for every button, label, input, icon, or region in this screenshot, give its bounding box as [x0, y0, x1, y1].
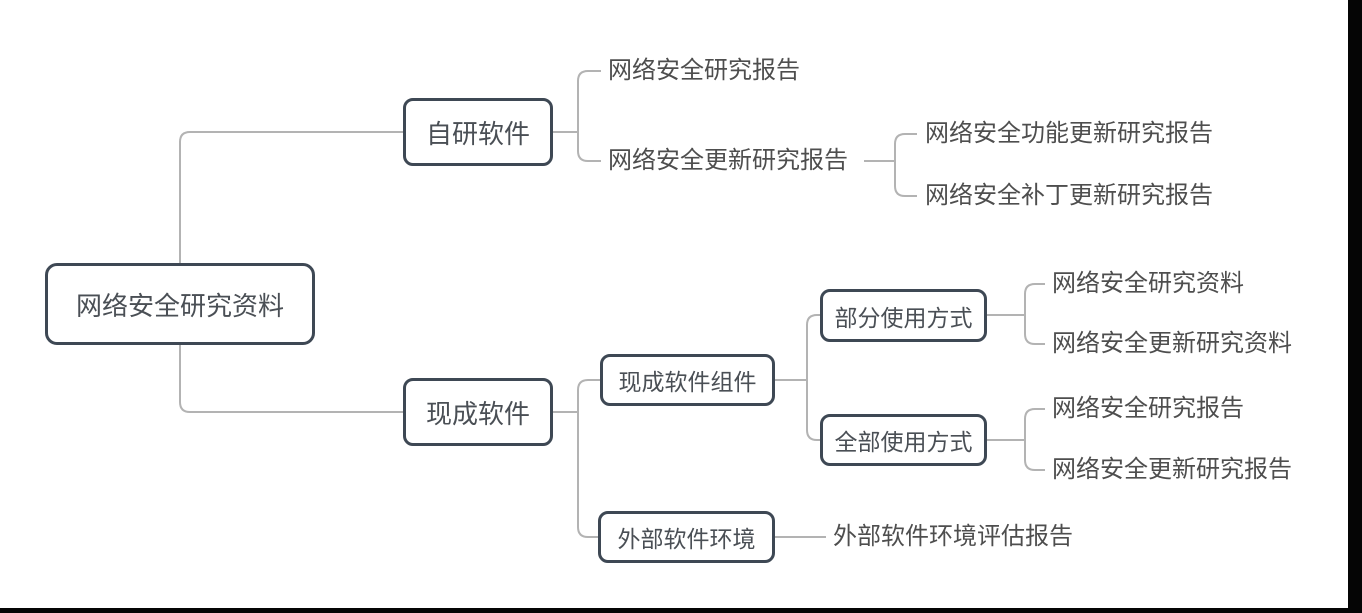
node-external-software-environment[interactable]: 外部软件环境 [598, 511, 775, 563]
edge-partial-up [1024, 283, 1045, 315]
edge-components-up [806, 314, 820, 380]
edge-offtheshelf-down [577, 412, 598, 538]
node-offtheshelf-components[interactable]: 现成软件组件 [600, 354, 775, 406]
leaf-function-update-research-report[interactable]: 网络安全功能更新研究报告 [925, 120, 1213, 147]
node-root[interactable]: 网络安全研究资料 [45, 263, 315, 345]
edge-offtheshelf-up [577, 379, 600, 412]
right-edge-bar [1348, 0, 1362, 613]
edge-update-up [894, 133, 917, 161]
edge-update-down [894, 161, 917, 197]
leaf-partial-research-material[interactable]: 网络安全研究资料 [1052, 270, 1244, 297]
edge-partial-down [1024, 315, 1045, 345]
leaf-full-research-report[interactable]: 网络安全研究报告 [1052, 395, 1244, 422]
node-partial-usage-mode[interactable]: 部分使用方式 [820, 289, 987, 342]
bottom-edge-bar [0, 608, 1362, 613]
leaf-full-update-research-report[interactable]: 网络安全更新研究报告 [1052, 456, 1292, 483]
edge-selfdev-down [577, 132, 601, 162]
edge-full-down [1024, 440, 1045, 471]
leaf-environment-assessment-report[interactable]: 外部软件环境评估报告 [833, 523, 1073, 550]
edge-root-to-offtheshelf [179, 345, 403, 413]
leaf-security-update-research-report[interactable]: 网络安全更新研究报告 [608, 147, 848, 174]
leaf-partial-update-research-material[interactable]: 网络安全更新研究资料 [1052, 330, 1292, 357]
edge-selfdev-up [577, 70, 601, 132]
leaf-security-research-report[interactable]: 网络安全研究报告 [608, 57, 800, 84]
edge-root-to-self-developed [179, 131, 403, 263]
edge-components-down [806, 380, 820, 441]
node-offtheshelf-software[interactable]: 现成软件 [403, 378, 553, 446]
leaf-patch-update-research-report[interactable]: 网络安全补丁更新研究报告 [925, 182, 1213, 209]
node-full-usage-mode[interactable]: 全部使用方式 [820, 414, 987, 466]
edge-full-up [1024, 408, 1045, 440]
node-self-developed-software[interactable]: 自研软件 [403, 98, 553, 166]
